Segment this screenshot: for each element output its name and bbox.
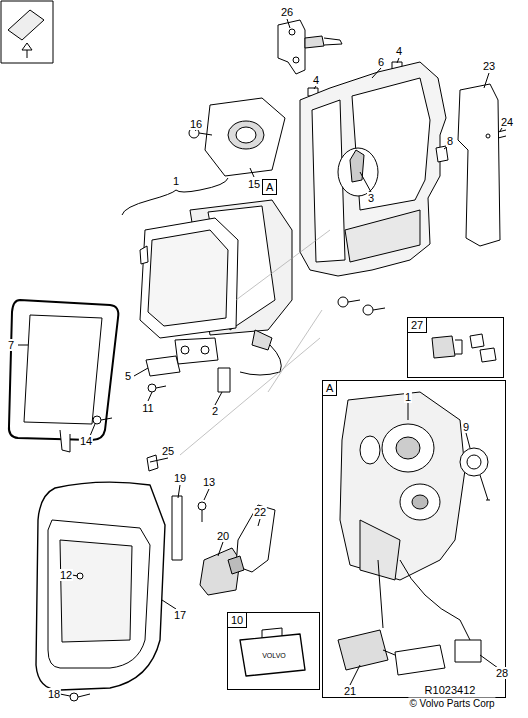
callout-number: 4 — [312, 74, 320, 86]
callout-number: 21 — [343, 685, 357, 697]
drawing-reference: © Volvo Parts Corp — [408, 698, 495, 709]
drawing-reference: R1023412 — [424, 684, 477, 696]
callout-number: 1 — [404, 391, 412, 403]
callout-number: 24 — [500, 116, 514, 128]
callout-number: 13 — [202, 476, 216, 488]
callout-number: 12 — [59, 569, 73, 581]
callout-number: 3 — [367, 192, 375, 204]
inset-tag: 10 — [227, 612, 247, 628]
inset-frame: 10 — [227, 612, 320, 690]
inset-tag: A — [322, 380, 337, 396]
reference-marker: A — [262, 179, 277, 195]
callout-number: 6 — [377, 56, 385, 68]
callout-number: 9 — [462, 421, 470, 433]
callout-number: 20 — [216, 530, 230, 542]
callout-number: 19 — [173, 472, 187, 484]
callout-number: 28 — [495, 667, 509, 679]
callout-number: 11 — [141, 402, 154, 414]
callout-number: 15 — [247, 178, 261, 190]
callout-number: 1 — [172, 175, 180, 187]
callout-number: 14 — [79, 435, 93, 447]
callout-number: 17 — [173, 609, 187, 621]
callout-number: 16 — [189, 118, 203, 130]
callout-number: 25 — [161, 445, 175, 457]
callout-number: 5 — [124, 370, 132, 382]
callout-number: 26 — [280, 6, 294, 18]
callout-number: VOLVO — [261, 652, 287, 660]
callout-number: 18 — [47, 688, 61, 700]
callout-number: 22 — [253, 506, 267, 518]
callout-number: 4 — [395, 45, 403, 57]
inset-frame: 27 — [407, 317, 504, 378]
callout-number: 23 — [482, 60, 496, 72]
callout-number: 8 — [446, 135, 454, 147]
callout-number: 7 — [7, 339, 15, 351]
inset-frame: A — [322, 380, 506, 698]
inset-tag: 27 — [407, 317, 427, 333]
callout-number: 2 — [211, 405, 219, 417]
inset-tag: A — [262, 179, 277, 195]
